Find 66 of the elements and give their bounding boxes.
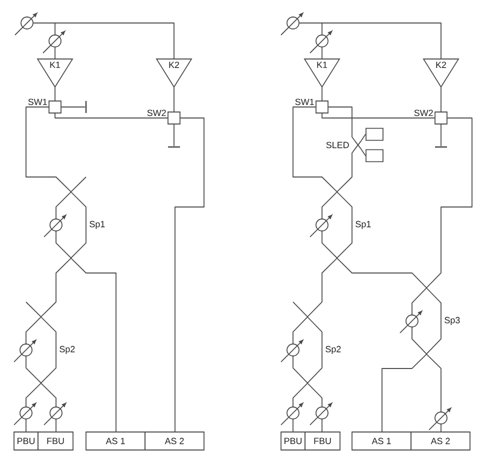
attenuator-symbol <box>310 30 332 54</box>
fiber-line <box>292 106 338 192</box>
attenuator-symbol <box>400 310 422 334</box>
unit-box: PBU <box>280 432 306 450</box>
switch-label: SW1 <box>295 98 314 106</box>
attenuator-symbol <box>44 402 66 426</box>
fiber-line <box>70 176 86 192</box>
fiber-line <box>54 47 56 60</box>
fiber-line <box>440 424 442 432</box>
fiber-line <box>292 302 308 318</box>
fiber-line <box>307 258 338 318</box>
fiber-line <box>292 382 308 407</box>
fiber-line <box>426 354 442 412</box>
attenuator-symbol <box>280 340 304 362</box>
attenuator-symbol <box>310 214 332 238</box>
fiber-line <box>40 258 72 318</box>
unit-box: FBU <box>304 432 340 450</box>
fiber-line <box>40 382 56 407</box>
switch-label: SW2 <box>147 110 166 116</box>
fiber-line <box>426 118 472 288</box>
fiber-line <box>26 106 72 192</box>
fiber-line <box>26 302 42 318</box>
fiber-line <box>174 118 204 432</box>
fiber-line <box>322 113 435 118</box>
fiber-line <box>299 22 442 60</box>
fiber-line <box>307 382 322 407</box>
coupler-label: Sp2 <box>60 346 75 354</box>
fiber-line <box>360 148 366 156</box>
source-box <box>366 128 384 141</box>
fiber-line <box>26 382 42 407</box>
fiber-line <box>33 22 174 60</box>
fiber-line <box>440 124 442 147</box>
attenuator-symbol <box>14 340 36 362</box>
fiber-line <box>336 148 356 192</box>
fiber-line <box>61 106 86 108</box>
switch-label: SW1 <box>28 98 47 106</box>
fiber-line <box>440 86 442 112</box>
attenuator-symbol <box>44 214 66 238</box>
coupler-label: Sp1 <box>356 220 371 230</box>
fiber-line <box>328 106 356 142</box>
fiber-line <box>54 86 56 101</box>
switch-label: SW2 <box>414 110 433 116</box>
unit-box: PBU <box>14 432 38 450</box>
unit-box: AS 2 <box>144 432 204 450</box>
unit-box: AS 1 <box>86 432 146 450</box>
attenuator-symbol <box>280 402 304 426</box>
attenuator-symbol <box>280 12 304 36</box>
coupler-label: Sp1 <box>90 220 105 230</box>
coupler-label: SLED <box>326 142 349 148</box>
fiber-line <box>336 258 427 288</box>
unit-box: AS 2 <box>410 432 470 450</box>
coupler-label: Sp2 <box>326 346 341 354</box>
fiber-line <box>70 258 116 432</box>
fiber-line <box>360 134 366 142</box>
unit-box: FBU <box>38 432 74 450</box>
attenuator-symbol <box>310 402 332 426</box>
fiber-line <box>382 354 427 432</box>
fiber-line <box>54 113 168 118</box>
attenuator-symbol <box>428 408 452 430</box>
unit-box: AS 1 <box>352 432 412 450</box>
attenuator-symbol <box>42 30 66 54</box>
source-box <box>366 149 384 162</box>
attenuator-symbol <box>14 402 36 426</box>
attenuator-symbol <box>14 12 38 36</box>
coupler-label: Sp3 <box>444 316 460 326</box>
fiber-line <box>292 419 294 432</box>
